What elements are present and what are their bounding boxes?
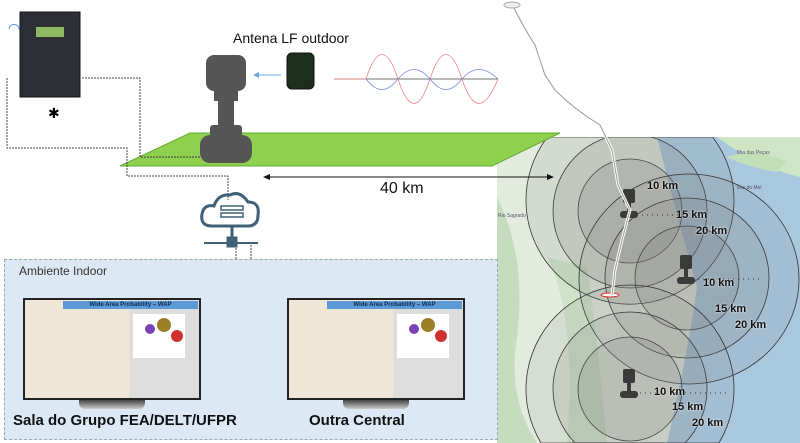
monitor-caption: Sala do Grupo FEA/DELT/UFPR	[13, 412, 237, 429]
range-label: 10 km	[647, 180, 679, 192]
sensor-icon	[620, 369, 638, 398]
range-label: 10 km	[703, 277, 735, 289]
cloud-server-icon	[200, 192, 260, 248]
range-ring	[525, 284, 735, 443]
indoor-title: Ambiente Indoor	[19, 264, 108, 278]
sensor-icon	[677, 255, 695, 284]
wifi-icon: ◠	[8, 20, 20, 36]
coverage-map: Ilha das Peças Ilha do Mel Rio Sagrado	[497, 137, 800, 443]
wap-screen-title: Wide Area Probability – WAP	[63, 301, 198, 309]
wap-screen-title: Wide Area Probability – WAP	[327, 301, 462, 309]
range-label: 15 km	[676, 209, 708, 221]
monitor-caption: Outra Central	[309, 412, 405, 429]
coverage-map-drawing	[497, 137, 800, 443]
antenna-title: Antena LF outdoor	[233, 30, 349, 46]
range-label: 20 km	[692, 417, 724, 429]
map-label: Ilha das Peças	[737, 150, 770, 156]
range-label: 15 km	[672, 401, 704, 413]
map-label: Rio Sagrado	[498, 213, 526, 219]
distance-label: 40 km	[380, 180, 424, 197]
range-label: 20 km	[696, 225, 728, 237]
lightning-detector-device	[19, 11, 81, 98]
lf-coil-antenna-icon	[286, 52, 315, 90]
lf-wave	[333, 54, 499, 104]
strike-point	[600, 292, 620, 298]
range-label: 10 km	[654, 386, 686, 398]
ground-plane	[119, 132, 561, 167]
monitor: Wide Area Probability – WAP	[19, 296, 205, 411]
indoor-environment-panel: Ambiente Indoor Wide Area Probability – …	[4, 259, 498, 440]
monitor: Wide Area Probability – WAP	[283, 296, 469, 411]
range-label: 15 km	[715, 303, 747, 315]
bluetooth-icon: ✱	[48, 105, 60, 121]
map-label: Ilha do Mel	[737, 185, 762, 191]
lf-antenna-icon	[200, 55, 252, 163]
range-label: 20 km	[735, 319, 767, 331]
